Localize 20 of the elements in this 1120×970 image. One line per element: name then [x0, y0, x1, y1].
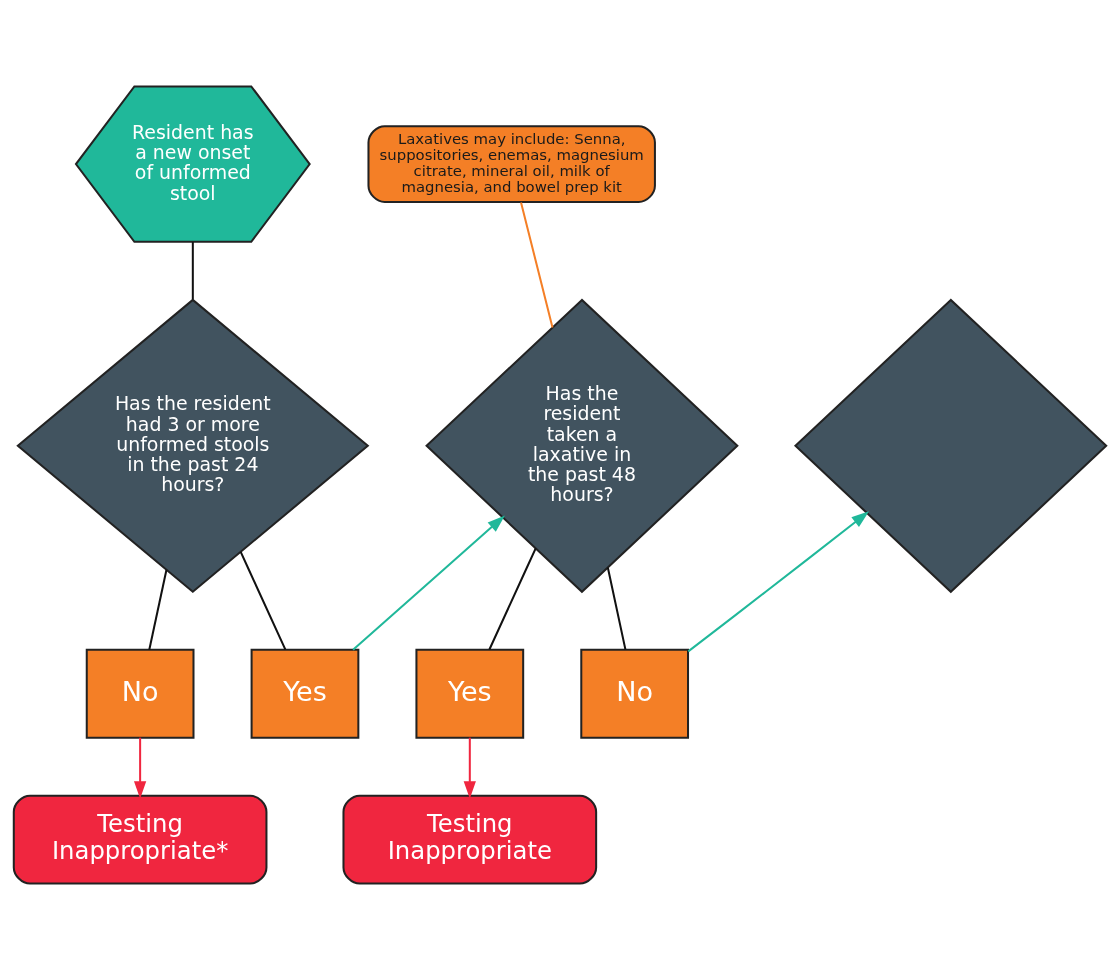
node-diamond — [793, 298, 1108, 594]
arrow — [352, 515, 505, 651]
connector — [520, 202, 554, 328]
connector — [488, 547, 537, 650]
node-diamond: Has the resident had 3 or more unformed stools in the past 24 hours? — [16, 298, 370, 594]
node-box: Testing Inappropriate — [342, 794, 598, 885]
arrow — [133, 737, 147, 799]
node-box: Yes — [250, 648, 360, 739]
connector — [191, 242, 194, 300]
connector — [606, 567, 627, 650]
node-box: Yes — [415, 648, 525, 739]
node-box: No — [580, 648, 690, 739]
connector — [148, 569, 168, 650]
node-box: Testing Inappropriate* — [12, 794, 268, 885]
node-box: Laxatives may include: Senna, suppositories, enemas, magnesium citrate, mineral oil, milk of magnesia, and bowel prep kit — [367, 125, 656, 203]
arrow — [687, 511, 870, 653]
arrow — [463, 737, 476, 799]
node-diamond: Has the resident taken a laxative in the past 48 hours? — [425, 298, 739, 594]
connector — [239, 551, 287, 651]
node-box: No — [85, 648, 195, 739]
